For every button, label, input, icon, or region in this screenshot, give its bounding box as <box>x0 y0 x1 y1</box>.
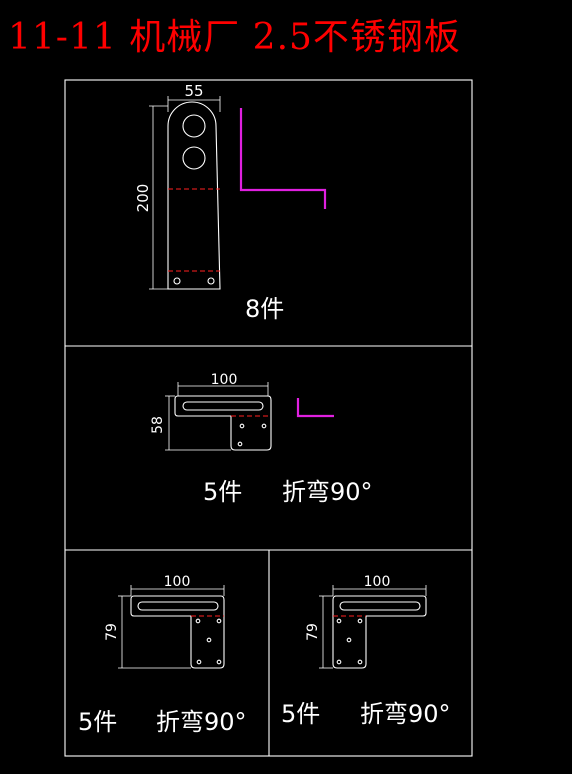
part-4-dimension-width: 100 <box>332 574 427 596</box>
part-2-bend-note: 折弯90° <box>282 478 373 506</box>
part-3-height-label: 79 <box>104 623 120 641</box>
part-1-dimension-width: 55 <box>167 82 221 112</box>
part-2-plate <box>174 395 272 451</box>
part-3-dimension-width: 100 <box>130 574 225 596</box>
part-2-bend-profile <box>296 398 334 418</box>
part-1-quantity: 8件 <box>245 295 284 323</box>
part-3-bend-note: 折弯90° <box>156 708 247 736</box>
part-1-strap <box>167 101 221 290</box>
part-2-quantity: 5件 <box>203 478 242 506</box>
part-1-bend-profile <box>239 108 327 209</box>
part-4-width-label: 100 <box>364 574 391 590</box>
drawing-title: 11-11 机械厂 2.5不锈钢板 <box>8 17 461 58</box>
drawing-frame <box>64 79 473 757</box>
part-4-quantity: 5件 <box>281 700 320 728</box>
part-3-dimension-height: 79 <box>104 595 191 669</box>
part-3-width-label: 100 <box>164 574 191 590</box>
part-1-width-label: 55 <box>184 82 203 100</box>
part-3-plate <box>130 595 225 669</box>
part-2-dimension-height: 58 <box>150 395 231 451</box>
part-3-quantity: 5件 <box>78 708 117 736</box>
part-1-dimension-height: 200 <box>134 105 168 290</box>
part-2-height-label: 58 <box>150 416 166 434</box>
part-2-width-label: 100 <box>211 372 238 388</box>
part-2-dimension-width: 100 <box>177 372 269 396</box>
part-1-height-label: 200 <box>134 184 152 213</box>
part-4-bend-note: 折弯90° <box>360 700 451 728</box>
part-4-plate <box>332 595 427 669</box>
part-4-dimension-height: 79 <box>305 595 333 669</box>
part-4-height-label: 79 <box>305 623 321 641</box>
